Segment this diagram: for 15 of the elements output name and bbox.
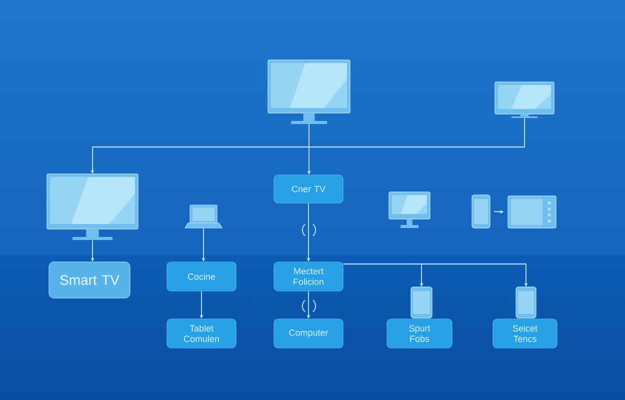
- monitor-picture: [46, 174, 138, 240]
- process-box: Spurt Fobs: [386, 318, 452, 348]
- process-box: Seicet Tencs: [492, 318, 558, 348]
- monitor-picture: [268, 60, 350, 124]
- process-box: Smart TV: [48, 262, 130, 298]
- phone-picture: [516, 286, 536, 318]
- phone-picture: [410, 286, 432, 318]
- process-box: Cocine: [166, 262, 236, 292]
- process-box: Tablet Comulen: [166, 318, 236, 348]
- process-box: Mectert Folicion: [274, 262, 344, 292]
- process-box: Cner TV: [274, 174, 344, 204]
- process-box: Computer: [274, 318, 344, 348]
- phone-picture: [472, 194, 490, 228]
- monitor-picture: [494, 82, 554, 118]
- tv-picture: [508, 196, 556, 228]
